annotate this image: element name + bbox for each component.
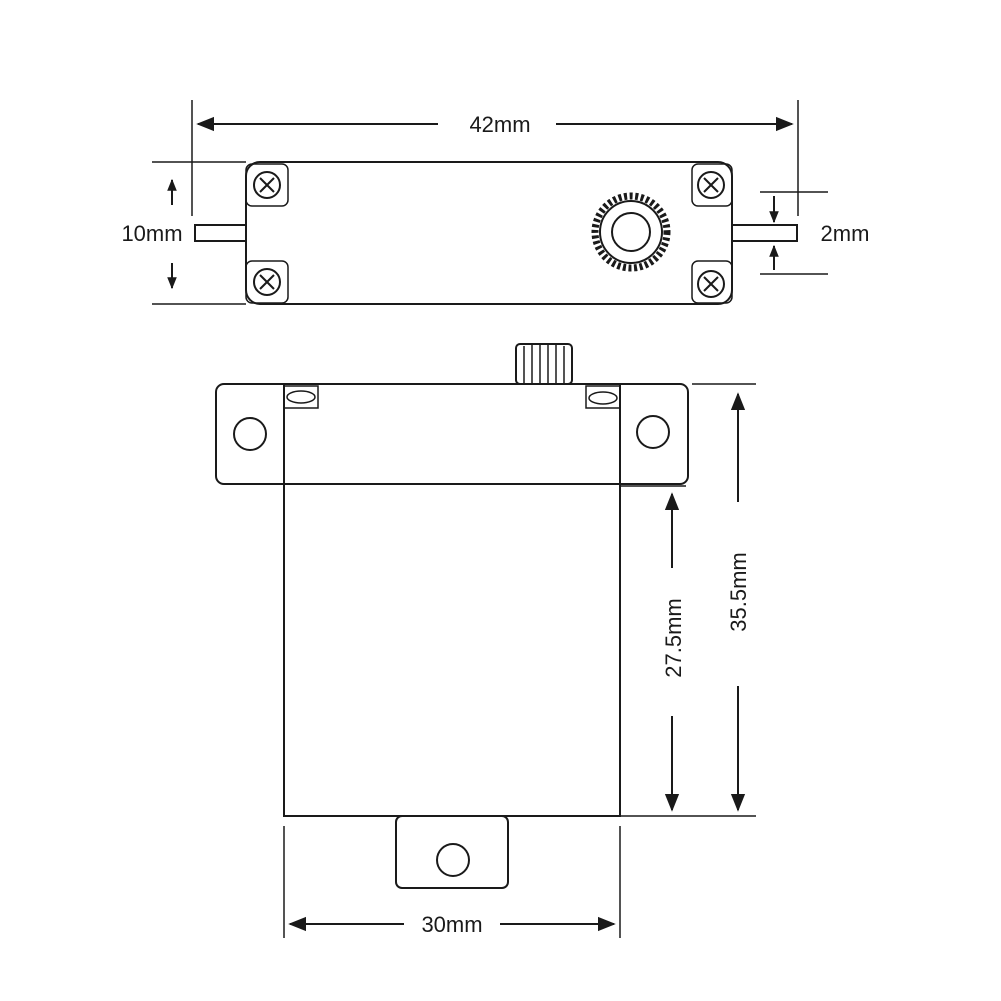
dim-label-2mm: 2mm: [821, 221, 870, 246]
right-tab: [731, 224, 798, 242]
screw-icon: [253, 268, 281, 296]
dim-label-35-5mm: 35.5mm: [726, 552, 751, 631]
left-tab: [194, 224, 247, 242]
dim-label-27-5mm: 27.5mm: [661, 598, 686, 677]
screw-pocket-tl: [245, 163, 289, 207]
servo-top-body: [245, 161, 733, 305]
front-view: 27.5mm 35.5mm 30mm: [215, 343, 756, 938]
slot-detail-right: [585, 385, 621, 409]
output-spline-icon: [591, 192, 671, 272]
dim-label-42mm: 42mm: [469, 112, 530, 137]
slot-detail-left: [283, 385, 319, 409]
screw-icon: [697, 171, 725, 199]
servo-main-body: [283, 483, 621, 817]
screw-icon: [697, 270, 725, 298]
mount-hole-icon: [233, 417, 267, 451]
screw-icon: [253, 171, 281, 199]
mount-hole-icon: [636, 415, 670, 449]
screw-pocket-br: [691, 260, 733, 304]
bottom-hole-icon: [436, 843, 470, 877]
bottom-tab: [395, 815, 509, 889]
spline-side-icon: [515, 343, 573, 385]
dim-label-30mm: 30mm: [421, 912, 482, 937]
screw-pocket-tr: [691, 163, 733, 207]
dim-label-10mm: 10mm: [121, 221, 182, 246]
screw-pocket-bl: [245, 260, 289, 304]
top-view: 42mm: [121, 100, 870, 305]
